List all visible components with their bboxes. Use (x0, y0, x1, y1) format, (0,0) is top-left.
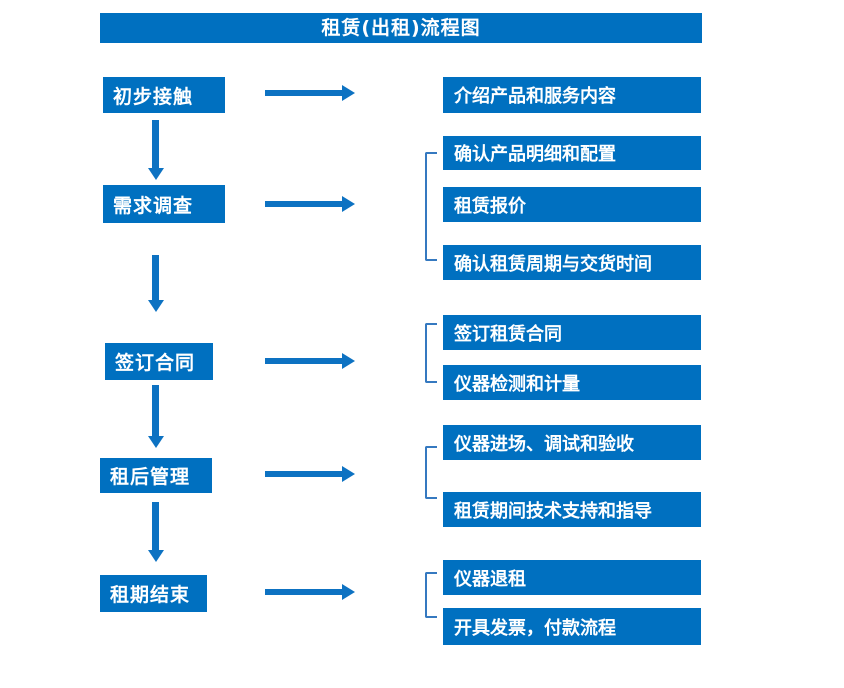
arrow-right-icon (265, 466, 355, 482)
arrow-shaft (152, 120, 159, 168)
arrow-head (342, 85, 355, 101)
step-box-post-rental: 租后管理 (100, 458, 212, 493)
detail-box-instrument-testing: 仪器检测和计量 (443, 365, 701, 400)
step-box-demand-survey: 需求调查 (103, 185, 225, 223)
arrow-head (148, 550, 164, 562)
arrow-head (342, 584, 355, 600)
arrow-right-icon (265, 196, 355, 212)
arrow-shaft (152, 255, 159, 300)
arrow-down-icon (148, 502, 164, 562)
detail-box-sign-rental-contract: 签订租赁合同 (443, 315, 701, 350)
detail-box-instrument-return: 仪器退租 (443, 560, 701, 595)
step-box-initial-contact: 初步接触 (103, 77, 225, 113)
arrow-shaft (265, 358, 343, 364)
arrow-down-icon (148, 255, 164, 312)
arrow-shaft (265, 589, 343, 595)
arrow-shaft (265, 201, 343, 207)
detail-box-tech-support: 租赁期间技术支持和指导 (443, 492, 701, 527)
arrow-head (148, 300, 164, 312)
arrow-head (342, 196, 355, 212)
arrow-right-icon (265, 584, 355, 600)
detail-box-confirm-config: 确认产品明细和配置 (443, 136, 701, 170)
arrow-down-icon (148, 120, 164, 180)
arrow-shaft (265, 90, 343, 96)
detail-box-introduce-products: 介绍产品和服务内容 (443, 77, 701, 113)
arrow-head (148, 168, 164, 180)
bracket-icon (425, 572, 437, 618)
flowchart-title: 租赁(出租)流程图 (100, 13, 702, 43)
arrow-down-icon (148, 385, 164, 448)
detail-box-rental-quote: 租赁报价 (443, 187, 701, 222)
bracket-icon (425, 446, 437, 499)
bracket-icon (425, 152, 437, 261)
arrow-head (342, 353, 355, 369)
arrow-shaft (152, 502, 159, 550)
step-box-sign-contract: 签订合同 (105, 343, 213, 380)
arrow-right-icon (265, 353, 355, 369)
bracket-icon (425, 323, 437, 383)
arrow-shaft (152, 385, 159, 436)
arrow-head (342, 466, 355, 482)
detail-box-invoice-payment: 开具发票，付款流程 (443, 608, 701, 645)
arrow-shaft (265, 471, 343, 477)
step-box-lease-end: 租期结束 (100, 575, 207, 612)
detail-box-instrument-setup: 仪器进场、调试和验收 (443, 425, 701, 460)
arrow-head (148, 436, 164, 448)
arrow-right-icon (265, 85, 355, 101)
detail-box-confirm-period: 确认租赁周期与交货时间 (443, 245, 701, 280)
